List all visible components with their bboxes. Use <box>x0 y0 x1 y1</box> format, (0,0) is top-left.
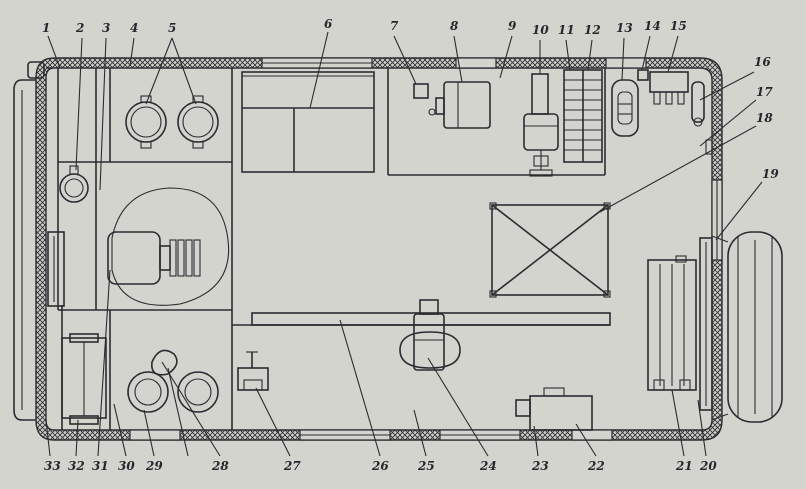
item-21-battery-rack <box>647 255 697 391</box>
partitions <box>57 68 610 430</box>
callout-23: 23 <box>531 459 549 473</box>
callout-5: 5 <box>168 21 176 35</box>
callout-30: 30 <box>118 459 135 473</box>
callout-8: 8 <box>450 19 459 33</box>
callout-32: 32 <box>68 459 85 473</box>
item-10-machine <box>523 73 559 177</box>
equipment <box>47 69 783 431</box>
item-5-round-tanks <box>125 95 219 149</box>
callout-17: 17 <box>756 85 773 99</box>
callout-14: 14 <box>644 19 661 33</box>
item-32-cabinet <box>61 333 107 425</box>
callout-27: 27 <box>283 459 301 473</box>
item-33-rear-seat <box>47 231 65 307</box>
item-27-stool <box>237 351 269 391</box>
callout-25: 25 <box>417 459 435 473</box>
item-28-29-tanks <box>127 349 219 413</box>
callout-labels: 1 2 3 4 5 6 7 8 9 10 11 12 13 14 15 16 1… <box>42 17 779 473</box>
item-17-fitting <box>705 139 713 155</box>
item-18-hatch <box>489 202 611 298</box>
callout-24: 24 <box>479 459 497 473</box>
callout-4: 4 <box>130 21 138 35</box>
callout-15: 15 <box>670 19 687 33</box>
callout-1: 1 <box>42 21 50 35</box>
callout-20: 20 <box>699 459 717 473</box>
callout-22: 22 <box>587 459 605 473</box>
item-26-bench <box>251 312 611 326</box>
callout-12: 12 <box>584 23 601 37</box>
item-24-seat <box>399 299 461 371</box>
item-19-spare-wheel <box>711 231 783 423</box>
callout-33: 33 <box>44 459 61 473</box>
callout-10: 10 <box>532 23 549 37</box>
callout-3: 3 <box>102 21 110 35</box>
item-22-unit <box>515 387 593 431</box>
body-walls <box>13 57 723 441</box>
item-16-lamp <box>691 81 705 127</box>
item-15-panel <box>649 71 689 105</box>
item-13-oval-device <box>611 79 639 137</box>
item-11-12-radiator <box>563 69 603 163</box>
callout-11: 11 <box>558 23 575 37</box>
callout-13: 13 <box>616 21 633 35</box>
callout-19: 19 <box>762 167 779 181</box>
callout-21: 21 <box>675 459 693 473</box>
item-8-unit <box>428 81 491 129</box>
callout-18: 18 <box>756 111 773 125</box>
callout-9: 9 <box>508 19 517 33</box>
item-20-bracket <box>699 237 713 411</box>
callout-28: 28 <box>211 459 229 473</box>
callout-26: 26 <box>371 459 389 473</box>
callout-31: 31 <box>92 459 109 473</box>
item-2-round-fixture <box>59 173 89 203</box>
callout-7: 7 <box>390 19 399 33</box>
callout-29: 29 <box>145 459 163 473</box>
item-7-small-box <box>413 83 429 99</box>
item-14-switch <box>637 69 649 81</box>
callout-16: 16 <box>754 55 771 69</box>
callout-2: 2 <box>75 21 84 35</box>
item-6-cabinet <box>241 71 375 173</box>
item-31-heater <box>107 187 230 306</box>
callout-6: 6 <box>324 17 333 31</box>
leader-lines <box>45 31 763 457</box>
